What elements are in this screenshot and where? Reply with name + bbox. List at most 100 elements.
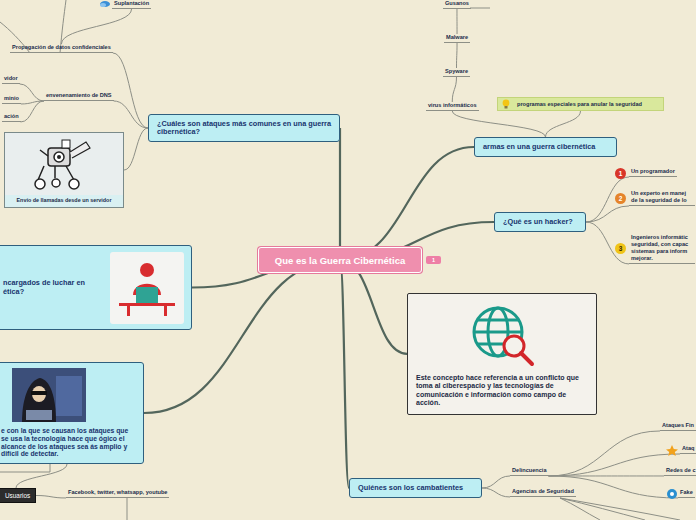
- connector: [340, 260, 349, 488]
- node-text: Envío de llamadas desde un servidor: [8, 197, 120, 203]
- robot-picture: [5, 133, 123, 195]
- connector: [586, 206, 629, 222]
- subtopic: Ataques Fin: [660, 422, 696, 431]
- connector: [482, 476, 510, 488]
- subtopic: Un programador: [629, 168, 677, 177]
- connector: [549, 454, 680, 476]
- node-text: Este concepto hace referencia a un confl…: [416, 374, 588, 408]
- node-text: Que es la Guerra Cibernética: [275, 255, 405, 266]
- topic-box: ¿Qué es un hacker?: [494, 212, 586, 232]
- node-text: Suplantación: [114, 0, 149, 7]
- connector: [20, 84, 44, 101]
- node-text: Gusanos: [445, 0, 469, 7]
- stub-line: [0, 464, 50, 472]
- subtopic: Spyware: [443, 68, 470, 77]
- star-icon: [666, 445, 678, 456]
- subtopic: Redes de c: [664, 467, 696, 476]
- subtopic: Agencias de Seguridad: [510, 488, 576, 497]
- connector: [339, 128, 341, 260]
- node-text: envenenamiento de DNS: [46, 92, 112, 99]
- connector: [482, 488, 510, 497]
- subtopic: Un experto en manej de la seguridad de l…: [629, 190, 695, 206]
- callout-number: 2: [615, 193, 626, 204]
- callout-number: 3: [615, 243, 626, 254]
- comment-count: 1: [426, 256, 441, 264]
- node-text: Spyware: [445, 68, 468, 75]
- connector: [36, 496, 66, 498]
- connector: [549, 476, 678, 498]
- globe-icon: [474, 308, 532, 364]
- stub-line: [560, 498, 645, 520]
- subtopic: Delincuencia: [510, 467, 549, 476]
- connector: [114, 101, 148, 128]
- topic-box: ncargados de luchar en ética?: [0, 245, 192, 330]
- connector: [113, 53, 148, 128]
- connector: [586, 222, 629, 264]
- tag-box: programas especiales para anular la segu…: [497, 97, 664, 111]
- connector: [61, 9, 131, 44]
- callout-number: 1: [615, 168, 626, 179]
- connector: [456, 9, 457, 34]
- node-text: Usuarios: [5, 492, 30, 499]
- topic-box: ¿Cuáles son ataques más comunes en una g…: [148, 114, 340, 142]
- picture-card: Envío de llamadas desde un servidor: [4, 132, 124, 208]
- node-text: vidor: [4, 75, 18, 82]
- subtopic: Ingenieros informátic seguridad, con cap…: [629, 234, 695, 264]
- node-text: Quiénes son los cambatientes: [358, 484, 463, 492]
- topic-box: e con la que se causan los ataques que s…: [0, 362, 144, 464]
- connector: [16, 464, 67, 488]
- node-text: ación: [4, 113, 19, 120]
- connector: [546, 111, 581, 137]
- topic-box: armas en una guerra cibernética: [474, 137, 617, 157]
- stub-line: [127, 498, 128, 520]
- node-text: Un experto en manej de la seguridad de l…: [631, 190, 693, 204]
- node-text: ncargados de luchar en ética?: [3, 279, 107, 296]
- node-text: programas especiales para anular la segu…: [517, 101, 642, 107]
- subtopic: Suplantación: [112, 0, 151, 9]
- central-topic: Que es la Guerra Cibernética: [258, 247, 422, 273]
- concept-card: Este concepto hace referencia a un confl…: [407, 293, 597, 415]
- connector: [340, 260, 407, 354]
- lightbulb-icon: [503, 100, 510, 109]
- node-text: armas en una guerra cibernética: [483, 143, 595, 151]
- stub-line: [470, 8, 490, 9]
- connector: [452, 77, 456, 102]
- node-text: Ingenieros informátic seguridad, con cap…: [631, 234, 693, 262]
- app-icon: [667, 489, 677, 499]
- node-text: Redes de c: [666, 467, 696, 474]
- node-text: Malware: [446, 34, 468, 41]
- cloud-icon: [100, 1, 110, 7]
- node-text: Un programador: [631, 168, 675, 175]
- stub-line: [560, 498, 680, 520]
- dark-box: Usuarios: [0, 488, 36, 503]
- node-text: Ataq: [682, 445, 694, 452]
- connector: [21, 101, 44, 122]
- subtopic: Malware: [444, 34, 470, 43]
- node-text: virus informáticos: [428, 102, 477, 109]
- node-text: Propagación de datos confidenciales: [12, 44, 111, 51]
- subtopic: ación: [2, 113, 21, 122]
- node-text: e con la que se causan los ataques que s…: [1, 427, 135, 458]
- node-text: Facebook, twitter, whatsapp, youtube: [68, 489, 167, 496]
- subtopic: virus informáticos: [426, 102, 479, 111]
- node-text: Delincuencia: [512, 467, 547, 474]
- node-text: minio: [4, 95, 19, 102]
- node-text: ¿Qué es un hacker?: [503, 218, 573, 226]
- subtopic: Facebook, twitter, whatsapp, youtube: [66, 489, 169, 498]
- subtopic: Propagación de datos confidenciales: [10, 44, 113, 53]
- connector: [456, 43, 458, 68]
- subtopic: Gusanos: [443, 0, 471, 9]
- connector: [124, 128, 148, 170]
- operator-picture: [110, 252, 184, 324]
- node-text: Agencias de Seguridad: [512, 488, 574, 495]
- subtopic: envenenamiento de DNS: [44, 92, 114, 101]
- node-text: ¿Cuáles son ataques más comunes en una g…: [157, 120, 331, 137]
- node-text: Ataques Fin: [662, 422, 694, 429]
- node-text: Fake: [680, 489, 693, 496]
- connector: [340, 147, 474, 260]
- topic-box: Quiénes son los cambatientes: [349, 478, 482, 498]
- subtopic: minio: [2, 95, 21, 104]
- subtopic: Fake: [678, 489, 695, 498]
- connector: [586, 177, 629, 222]
- connector: [452, 111, 545, 137]
